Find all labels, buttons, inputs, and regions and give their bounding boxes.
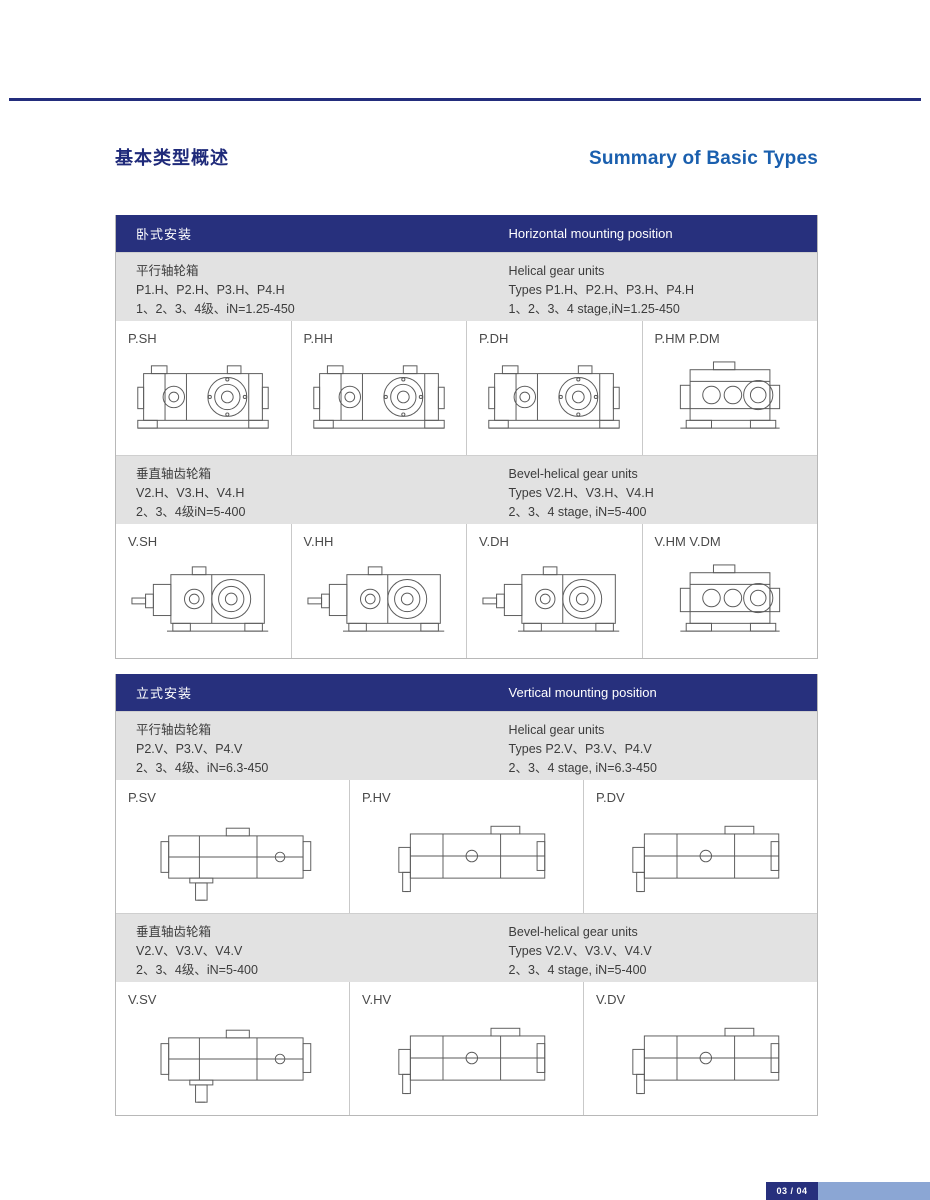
helical-gearbox-front-drawing <box>488 365 620 429</box>
type-cell-vhh: V.HH <box>292 524 467 658</box>
type-label: V.SV <box>128 992 157 1007</box>
vertical-gearbox-shaft-down-drawing <box>160 1029 311 1103</box>
drawing-row-helical-v: P.SV P.HV P.DV <box>116 780 817 913</box>
gearbox-end-view-drawing <box>679 564 780 632</box>
vertical-gearbox-side-drawing <box>397 1027 545 1095</box>
page-footer: 03 / 04 <box>766 1182 930 1200</box>
type-label: P.HH <box>303 331 333 346</box>
info-en: Helical gear units Types P1.H、P2.H、P3.H、… <box>509 262 694 319</box>
info-line: V2.V、V3.V、V4.V <box>136 944 243 958</box>
title-row: 基本类型概述 Summary of Basic Types <box>115 144 818 170</box>
info-line: Helical gear units <box>508 264 605 278</box>
page-title-zh: 基本类型概述 <box>115 148 229 168</box>
vertical-gearbox-side-drawing <box>631 825 779 893</box>
info-line: Types V2.H、V3.H、V4.H <box>508 486 654 500</box>
table-header-zh: 立式安装 <box>136 686 193 701</box>
drawing-row-helical-h: P.SH P.HH P.DH P.HM P.DM <box>116 321 817 455</box>
info-line: 2、3、4级、iN=5-400 <box>136 963 258 977</box>
type-label: P.SH <box>128 331 157 346</box>
info-line: 2、3、4级、iN=6.3-450 <box>136 761 269 775</box>
type-cell-vdv: V.DV <box>584 982 817 1115</box>
info-line: Bevel-helical gear units <box>508 467 638 481</box>
info-line: 2、3、4级iN=5-400 <box>136 505 246 519</box>
table-header-vertical: 立式安装 Vertical mounting position <box>116 674 817 711</box>
info-line: V2.H、V3.H、V4.H <box>136 486 245 500</box>
info-row-helical-h: 平行轴轮箱 P1.H、P2.H、P3.H、P4.H 1、2、3、4级、iN=1.… <box>116 252 817 321</box>
info-zh: 平行轴齿轮箱 P2.V、P3.V、P4.V 2、3、4级、iN=6.3-450 <box>136 721 817 778</box>
type-cell-psh: P.SH <box>116 321 292 455</box>
info-line: 2、3、4 stage, iN=5-400 <box>508 963 647 977</box>
type-cell-phh: P.HH <box>292 321 467 455</box>
type-label: P.DV <box>596 790 625 805</box>
page-title-en: Summary of Basic Types <box>589 148 818 169</box>
info-line: P1.H、P2.H、P3.H、P4.H <box>136 283 285 297</box>
type-cell-vhv: V.HV <box>350 982 584 1115</box>
type-label: V.HV <box>362 992 392 1007</box>
bevel-helical-gearbox-drawing <box>307 566 445 632</box>
info-en: Bevel-helical gear units Types V2.H、V3.H… <box>509 465 654 522</box>
info-en: Bevel-helical gear units Types V2.V、V3.V… <box>509 923 652 980</box>
info-line: 垂直轴齿轮箱 <box>136 925 212 939</box>
info-row-helical-v: 平行轴齿轮箱 P2.V、P3.V、P4.V 2、3、4级、iN=6.3-450 … <box>116 711 817 780</box>
info-line: Bevel-helical gear units <box>508 925 638 939</box>
info-line: 垂直轴齿轮箱 <box>136 467 212 481</box>
info-line: 平行轴轮箱 <box>136 264 199 278</box>
type-label: V.DH <box>479 534 509 549</box>
type-label: P.HV <box>362 790 391 805</box>
info-line: 2、3、4 stage, iN=6.3-450 <box>508 761 657 775</box>
type-label: V.HH <box>303 534 334 549</box>
info-en: Helical gear units Types P2.V、P3.V、P4.V … <box>509 721 657 778</box>
vertical-gearbox-side-drawing <box>397 825 545 893</box>
table-header-en: Vertical mounting position <box>508 685 657 700</box>
type-cell-pdh: P.DH <box>467 321 643 455</box>
info-zh: 平行轴轮箱 P1.H、P2.H、P3.H、P4.H 1、2、3、4级、iN=1.… <box>136 262 817 319</box>
footer-accent-strip <box>818 1182 930 1200</box>
helical-gearbox-front-drawing <box>313 365 445 429</box>
info-line: 平行轴齿轮箱 <box>136 723 212 737</box>
type-cell-phv: P.HV <box>350 780 584 913</box>
gearbox-end-view-drawing <box>679 361 780 429</box>
table-horizontal-mounting: 卧式安装 Horizontal mounting position 平行轴轮箱 … <box>115 215 818 659</box>
info-zh: 垂直轴齿轮箱 V2.H、V3.H、V4.H 2、3、4级iN=5-400 <box>136 465 817 522</box>
table-header-horizontal: 卧式安装 Horizontal mounting position <box>116 215 817 252</box>
bevel-helical-gearbox-drawing <box>131 566 269 632</box>
type-label: V.SH <box>128 534 158 549</box>
type-cell-phm-pdm: P.HM P.DM <box>643 321 818 455</box>
info-line: Types V2.V、V3.V、V4.V <box>508 944 652 958</box>
table-header-en: Horizontal mounting position <box>508 226 673 241</box>
info-line: 1、2、3、4 stage,iN=1.25-450 <box>508 302 680 316</box>
type-label: P.HM P.DM <box>654 331 720 346</box>
table-vertical-mounting: 立式安装 Vertical mounting position 平行轴齿轮箱 P… <box>115 674 818 1116</box>
table-header-zh: 卧式安装 <box>136 227 193 242</box>
info-line: 2、3、4 stage, iN=5-400 <box>508 505 647 519</box>
info-line: Helical gear units <box>508 723 605 737</box>
type-cell-vsv: V.SV <box>116 982 350 1115</box>
type-cell-psv: P.SV <box>116 780 350 913</box>
vertical-gearbox-shaft-down-drawing <box>160 827 311 901</box>
info-zh: 垂直轴齿轮箱 V2.V、V3.V、V4.V 2、3、4级、iN=5-400 <box>136 923 817 980</box>
info-line: Types P1.H、P2.H、P3.H、P4.H <box>508 283 695 297</box>
type-label: P.SV <box>128 790 156 805</box>
info-row-bevel-h: 垂直轴齿轮箱 V2.H、V3.H、V4.H 2、3、4级iN=5-400 Bev… <box>116 455 817 524</box>
info-line: P2.V、P3.V、P4.V <box>136 742 243 756</box>
helical-gearbox-front-drawing <box>137 365 269 429</box>
info-line: 1、2、3、4级、iN=1.25-450 <box>136 302 295 316</box>
info-line: Types P2.V、P3.V、P4.V <box>508 742 652 756</box>
type-cell-vhm-vdm: V.HM V.DM <box>643 524 818 658</box>
drawing-row-bevel-v: V.SV V.HV V.DV <box>116 982 817 1115</box>
type-cell-vsh: V.SH <box>116 524 292 658</box>
type-cell-pdv: P.DV <box>584 780 817 913</box>
type-label: V.DV <box>596 992 626 1007</box>
type-label: P.DH <box>479 331 509 346</box>
vertical-gearbox-side-drawing <box>631 1027 779 1095</box>
type-cell-vdh: V.DH <box>467 524 643 658</box>
info-row-bevel-v: 垂直轴齿轮箱 V2.V、V3.V、V4.V 2、3、4级、iN=5-400 Be… <box>116 913 817 982</box>
type-label: V.HM V.DM <box>654 534 721 549</box>
top-divider-rule <box>9 98 921 101</box>
drawing-row-bevel-h: V.SH V.HH V.DH V.HM V.DM <box>116 524 817 658</box>
page-number-badge: 03 / 04 <box>766 1182 818 1200</box>
bevel-helical-gearbox-drawing <box>482 566 620 632</box>
